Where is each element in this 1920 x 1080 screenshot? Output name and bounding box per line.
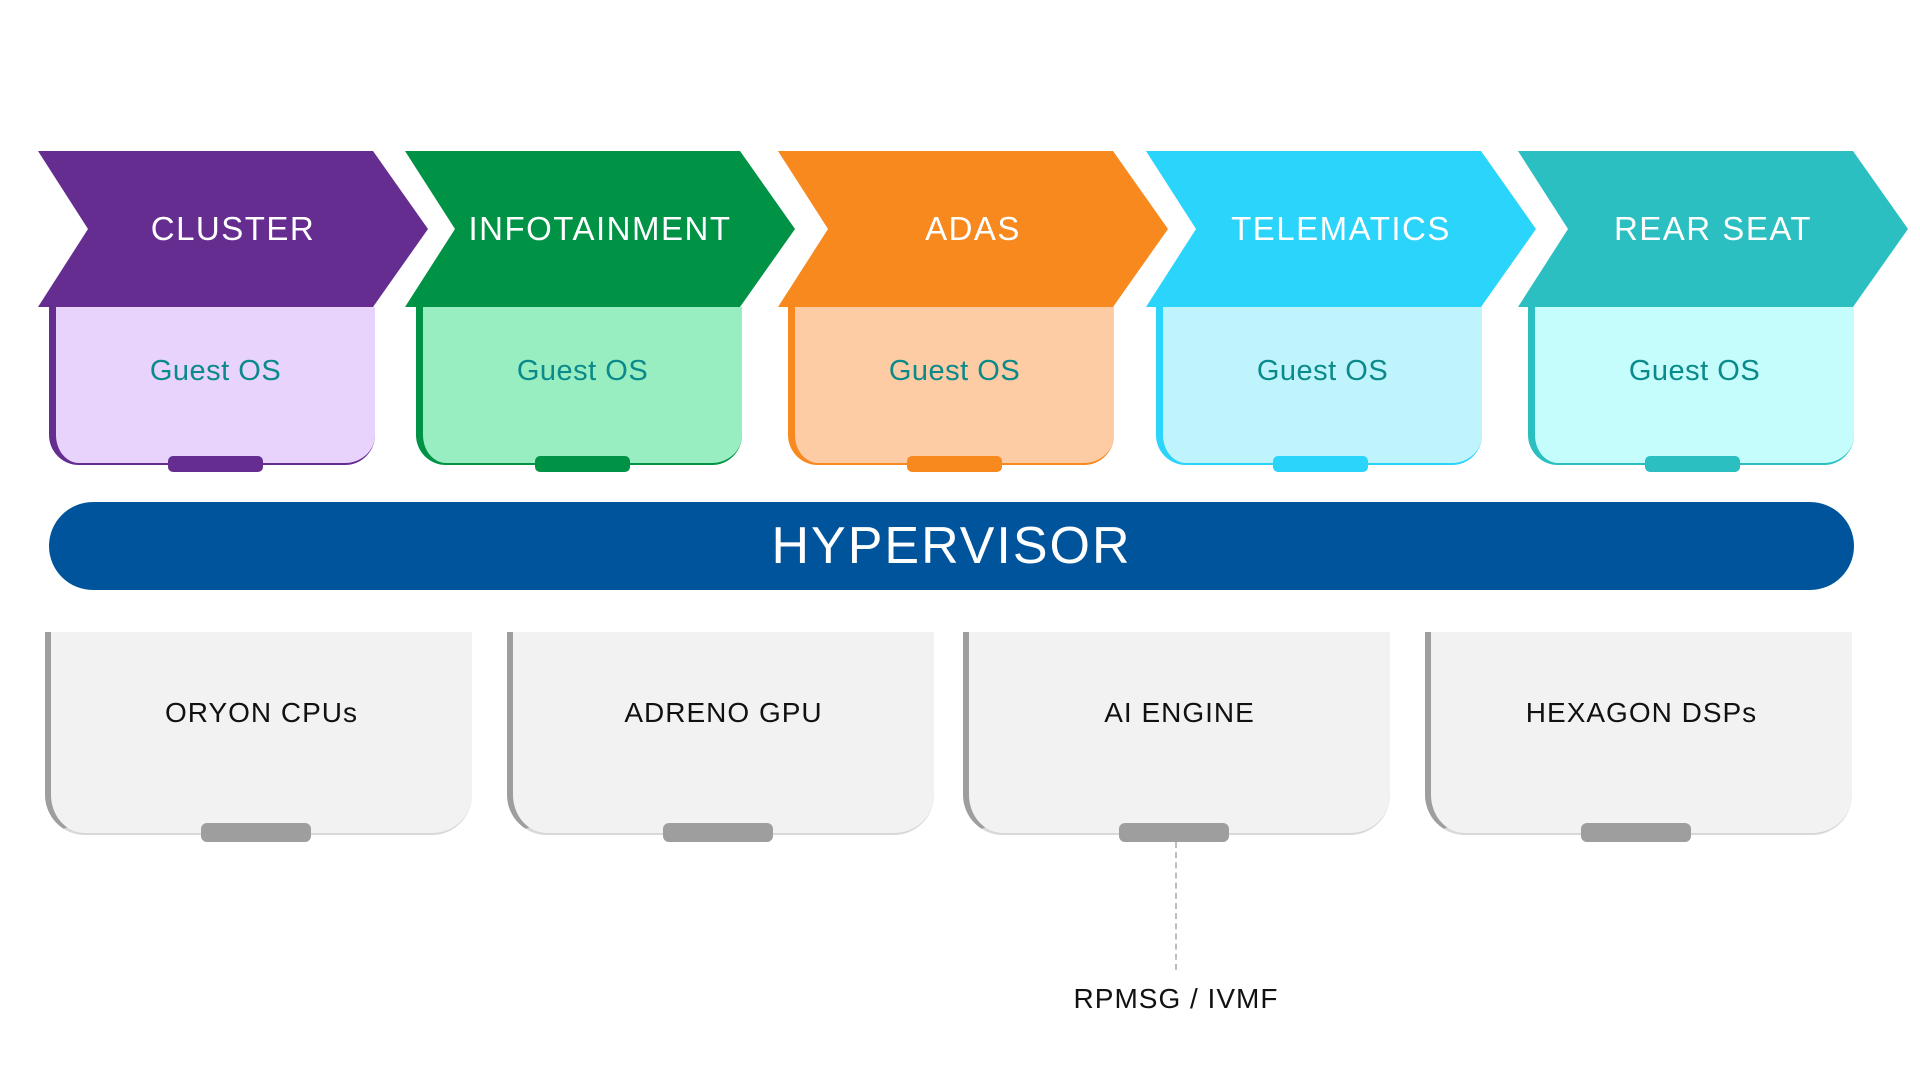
hardware-card-ai-engine: AI ENGINE [963,632,1390,835]
hardware-card-hexagon-dsps: HEXAGON DSPs [1425,632,1852,835]
guest-os-card-cluster: Guest OS [49,307,375,465]
domain-chevron-adas: ADAS [778,151,1168,307]
domain-label-telematics: TELEMATICS [1231,210,1451,247]
domain-chevron-rear-seat: REAR SEAT [1518,151,1908,307]
chevron-shape [38,151,428,307]
connector-label: RPMSG / IVMF [1073,983,1279,1014]
domain-chevron-telematics: TELEMATICS [1146,151,1536,307]
guest-os-tab [168,456,263,472]
connector-dashed-line [1175,842,1177,970]
domain-chevron-cluster: CLUSTER [38,151,428,307]
hardware-tab [201,823,311,842]
guest-os-tab [1273,456,1368,472]
chevron-shape [778,151,1168,307]
hardware-label: ORYON CPUs [164,697,359,728]
hardware-label: ADRENO GPU [624,697,823,728]
hardware-tab [1581,823,1691,842]
hardware-tab [1119,823,1229,842]
guest-os-tab [907,456,1002,472]
guest-os-card-rear-seat: Guest OS [1528,307,1854,465]
hypervisor-bar: HYPERVISOR [49,502,1854,590]
hardware-label: HEXAGON DSPs [1525,697,1758,728]
domain-label-adas: ADAS [925,210,1021,247]
guest-os-card-adas: Guest OS [788,307,1114,465]
guest-os-label: Guest OS [1628,355,1761,387]
domain-label-rear-seat: REAR SEAT [1613,210,1813,247]
chevron-shape [1518,151,1908,307]
guest-os-label: Guest OS [888,355,1021,387]
hardware-label: AI ENGINE [1104,697,1255,728]
chevron-shape [405,151,795,307]
hardware-card-adreno-gpu: ADRENO GPU [507,632,934,835]
guest-os-card-telematics: Guest OS [1156,307,1482,465]
guest-os-label: Guest OS [516,355,649,387]
guest-os-tab [1645,456,1740,472]
domain-label-infotainment: INFOTAINMENT [468,210,732,247]
domain-chevron-infotainment: INFOTAINMENT [405,151,795,307]
domain-label-cluster: CLUSTER [150,210,316,247]
chevron-shape [1146,151,1536,307]
guest-os-label: Guest OS [1256,355,1389,387]
hardware-card-oryon-cpus: ORYON CPUs [45,632,472,835]
guest-os-tab [535,456,630,472]
hardware-tab [663,823,773,842]
guest-os-label: Guest OS [149,355,282,387]
guest-os-card-infotainment: Guest OS [416,307,742,465]
